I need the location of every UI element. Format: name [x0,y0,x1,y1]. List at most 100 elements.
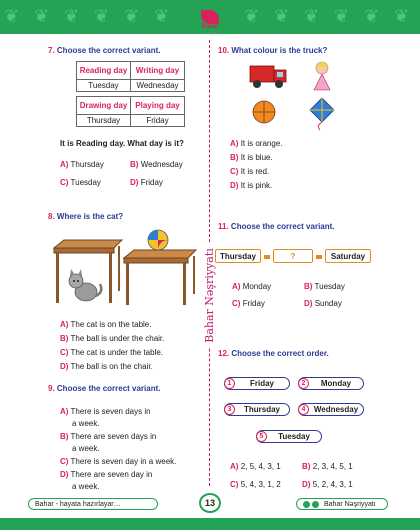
option-a[interactable]: A) 2, 5, 4, 3, 1 [230,462,281,471]
table-right [122,249,198,305]
option-a[interactable]: A) It is orange. [230,139,283,148]
option-text: Sunday [314,299,342,308]
question-number: 11. [218,222,229,231]
question-7: 7. Choose the correct variant. [48,46,161,55]
option-a[interactable]: A) The cat is on the table. [60,320,151,329]
option-letter: B) [302,462,311,471]
question-text: Where is the cat? [56,212,124,221]
option-d[interactable]: D) 5, 2, 4, 3, 1 [302,480,353,489]
option-text: There is seven days in [70,407,151,416]
option-text: Friday [242,299,265,308]
option-letter: D) [60,362,69,371]
option-letter: C) [60,348,69,357]
day-box-last: Saturday [325,249,371,263]
option-d[interactable]: D) The ball is on the chair. [60,362,153,371]
header-band: ❦ ❦ ❦ ❦ ❦ ❦ ❦ ❦ ❦ ❦ ❦ ❦ [0,0,420,34]
option-d[interactable]: D) Friday [130,178,163,187]
leaf-pattern-icon: ❦ [4,6,20,26]
ball-icon [147,229,169,251]
option-b[interactable]: B) Wednesday [130,160,183,169]
question-text: What colour is the truck? [231,46,328,55]
option-letter: A) [60,160,69,169]
dash-connector [316,255,322,259]
option-c[interactable]: C) Friday [232,299,265,308]
leaf-pattern-icon: ❦ [304,6,320,26]
day-box-missing: ? [273,249,313,263]
option-c[interactable]: C) It is red. [230,167,269,176]
option-letter: B) [304,282,313,291]
dash-connector [264,255,270,259]
option-letter: A) [230,462,239,471]
option-letter: C) [60,178,69,187]
question-text: Choose the correct variant. [230,222,335,231]
order-item-2: 2 Monday [298,377,364,390]
leaf-pattern-icon: ❦ [64,6,80,26]
item-word: Wednesday [313,405,359,414]
option-text-continued: a week. [72,444,100,453]
question-number: 9. [48,384,55,393]
option-b[interactable]: B) It is blue. [230,153,273,162]
option-letter: A) [232,282,241,291]
option-text: The ball is under the chair. [70,334,165,343]
kite-icon [309,97,335,131]
page-number: 13 [199,493,221,513]
option-a[interactable]: A) Thursday [60,160,104,169]
option-d[interactable]: D) There are seven day in [60,470,152,479]
option-letter: C) [232,299,241,308]
option-text: It is orange. [240,139,283,148]
leaf-pattern-icon: ❦ [154,6,170,26]
cat-icon [68,269,103,302]
day-box-first: Thursday [215,249,261,263]
question-text: Choose the correct variant. [56,46,161,55]
option-letter: D) [60,470,69,479]
option-a[interactable]: A) Monday [232,282,271,291]
leaf-pattern-icon: ❦ [94,6,110,26]
option-text: Tuesday [70,178,101,187]
option-text: Monday [242,282,272,291]
toys-illustration [249,61,335,131]
publisher-logo: Bahar Nəşriyyatı [196,10,224,40]
table-header: Reading day [76,61,131,80]
option-text: Wednesday [140,160,183,169]
option-text: There is seven day in a week. [70,457,177,466]
item-word: Monday [320,379,352,388]
option-letter: D) [230,181,239,190]
option-c[interactable]: C) Tuesday [60,178,101,187]
option-b[interactable]: B) The ball is under the chair. [60,334,164,343]
flower-logo-icon [201,10,219,24]
truck-icon [249,65,287,88]
option-a[interactable]: A) There is seven days in [60,407,151,416]
option-text: 5, 2, 4, 3, 1 [312,480,353,489]
facebook-icon [312,500,319,508]
option-b[interactable]: B) 2, 3, 4, 5, 1 [302,462,353,471]
option-d[interactable]: D) It is pink. [230,181,272,190]
footer-slogan-text: Bahar - hayata hazırlayar… [35,500,121,508]
question-12: 12. Choose the correct order. [218,349,329,358]
question-text: Choose the correct variant. [56,384,161,393]
option-text: 2, 3, 4, 5, 1 [312,462,353,471]
footer-publisher: Bahar Nəşriyyatı [296,498,388,510]
option-text: There are seven days in [70,432,157,441]
option-b[interactable]: B) There are seven days in [60,432,156,441]
option-c[interactable]: C) The cat is under the table. [60,348,163,357]
option-letter: C) [230,167,239,176]
item-number: 2 [298,378,309,389]
option-letter: B) [230,153,239,162]
leaf-pattern-icon: ❦ [394,6,410,26]
item-number: 1 [224,378,235,389]
spine-text: Bahar Nəşriyyatı [202,243,216,347]
option-text: It is pink. [240,181,273,190]
question-number: 12. [218,349,230,358]
question-prompt: It is Reading day. What day is it? [60,139,184,148]
option-text: The ball is on the chair. [70,362,153,371]
page-number-text: 13 [204,498,215,508]
schedule-table-2: Drawing day Playing day Thursday Friday [76,96,185,127]
option-d[interactable]: D) Sunday [304,299,342,308]
option-c[interactable]: C) There is seven day in a week. [60,457,176,466]
item-number: 3 [224,404,235,415]
option-c[interactable]: C) 5, 4, 3, 1, 2 [230,480,281,489]
option-b[interactable]: B) Tuesday [304,282,345,291]
